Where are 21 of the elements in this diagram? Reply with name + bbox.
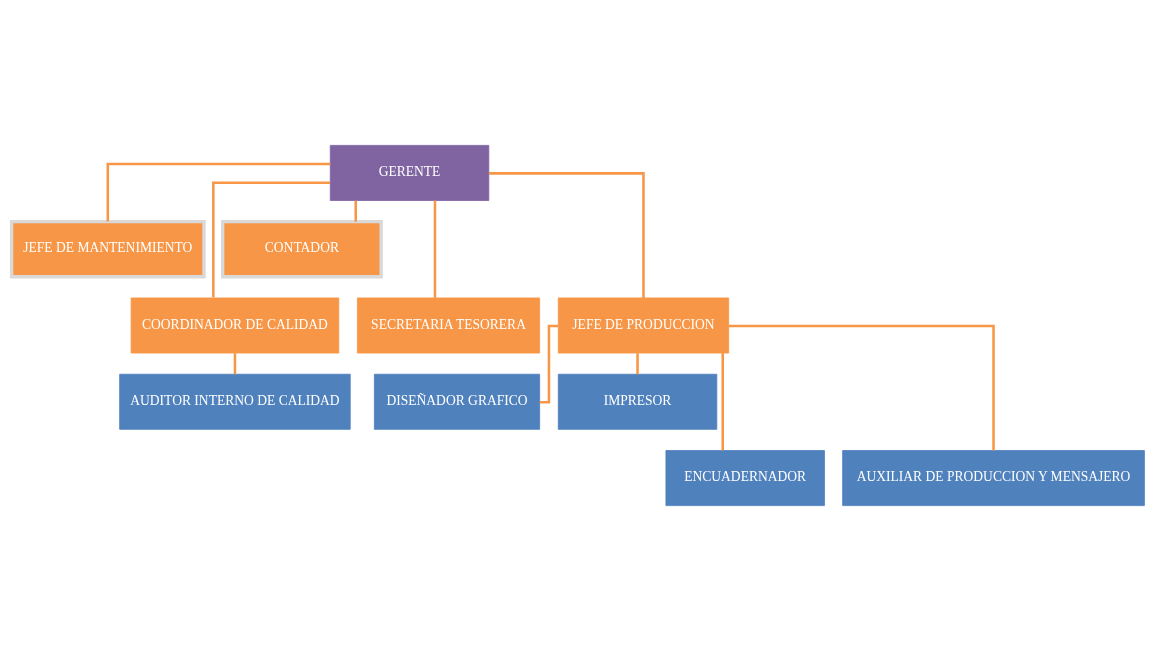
connector [721,353,724,451]
node-box: AUXILIAR DE PRODUCCION Y MENSAJERO [842,450,1145,507]
node-box: JEFE DE PRODUCCION [557,297,730,354]
connector [728,324,995,451]
connector [489,172,645,298]
connector [354,200,357,222]
node-box: CONTADOR [220,219,383,279]
node-box: COORDINADOR DE CALIDAD [130,297,340,354]
node-box: JEFE DE MANTENIMIENTO [9,219,206,279]
node-box: AUDITOR INTERNO DE CALIDAD [119,373,351,430]
node-box: IMPRESOR [557,373,718,430]
node-box: GERENTE [329,144,490,201]
node-box: ENCUADERNADOR [665,450,825,507]
connector [212,181,330,298]
connector [233,353,237,375]
connector [539,324,559,404]
node-box: SECRETARIA TESORERA [357,297,541,354]
connector [106,162,331,222]
connector [636,353,639,375]
connector [433,200,437,298]
node-box: DISEÑADOR GRAFICO [373,373,541,430]
